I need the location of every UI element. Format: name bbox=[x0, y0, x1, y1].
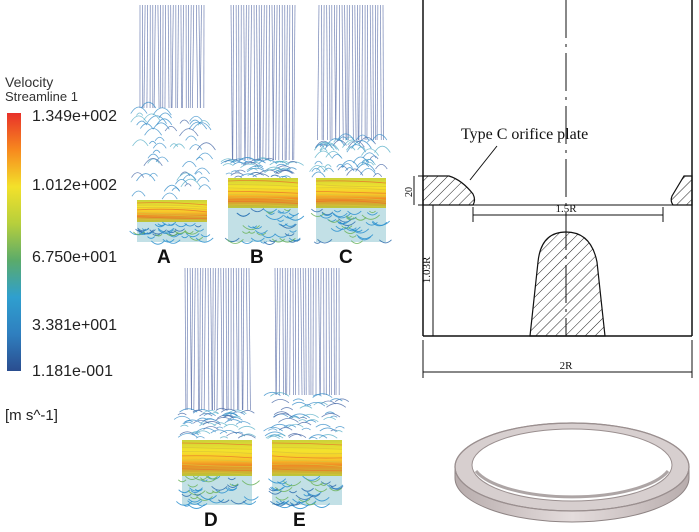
legend-title: Velocity bbox=[5, 74, 53, 90]
panel-label-a: A bbox=[157, 247, 171, 268]
orifice-annotation: Type C orifice plate bbox=[461, 126, 588, 143]
panel-label-c: C bbox=[339, 247, 353, 268]
streamline-panel-d bbox=[173, 267, 260, 509]
bluff-body bbox=[529, 231, 606, 337]
orifice-plate-3d-ring bbox=[454, 422, 690, 523]
legend-tick-min: 1.181e-001 bbox=[32, 363, 113, 380]
dim-opening: 1.5R bbox=[555, 203, 577, 215]
streamline-panel-c bbox=[309, 4, 392, 244]
dim-height: 1.03R bbox=[421, 256, 433, 283]
legend-tick-3: 6.750e+001 bbox=[32, 249, 117, 266]
panel-label-e: E bbox=[293, 510, 306, 531]
streamline-panel-a bbox=[129, 4, 216, 245]
legend-colorbar bbox=[7, 113, 21, 371]
velocity-legend: Velocity Streamline 1 1.349e+002 1.012e+… bbox=[5, 74, 117, 424]
legend-tick-2: 1.012e+002 bbox=[32, 177, 117, 194]
panel-label-d: D bbox=[204, 510, 218, 531]
legend-tick-max: 1.349e+002 bbox=[32, 108, 117, 125]
streamline-panel-b bbox=[220, 4, 305, 245]
left-orifice-plate bbox=[422, 175, 476, 206]
legend-unit: [m s^-1] bbox=[5, 407, 58, 424]
legend-tick-4: 3.381e+001 bbox=[32, 317, 117, 334]
legend-subtitle: Streamline 1 bbox=[5, 89, 78, 104]
streamline-panels bbox=[129, 4, 392, 510]
right-orifice-plate bbox=[670, 175, 693, 206]
panel-label-b: B bbox=[250, 247, 264, 268]
streamline-panel-e bbox=[263, 267, 350, 510]
orifice-drawing bbox=[413, 0, 693, 378]
dim-diameter: 2R bbox=[560, 360, 574, 372]
dim-plate-height: 20 bbox=[404, 187, 415, 197]
